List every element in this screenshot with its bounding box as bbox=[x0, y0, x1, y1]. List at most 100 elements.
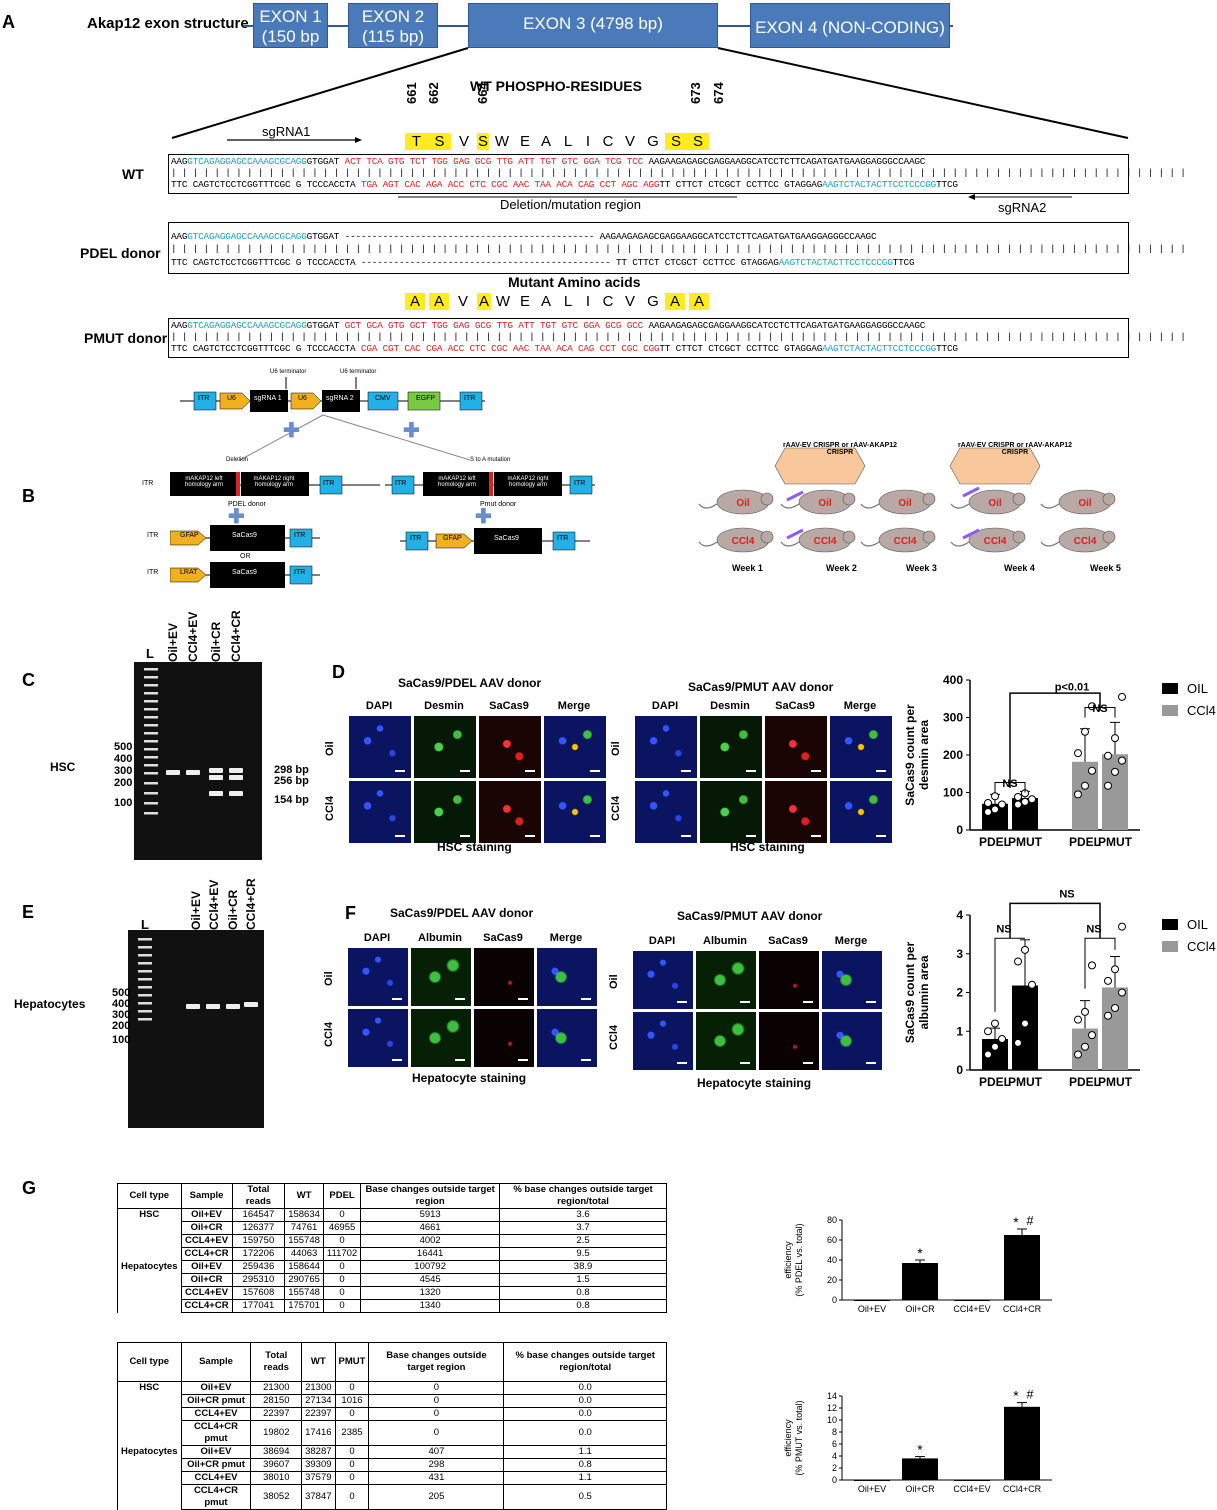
week-5: Week 5 bbox=[1090, 563, 1121, 573]
pdel-donor-label: PDEL donor bbox=[228, 501, 266, 508]
gel-band bbox=[209, 775, 223, 780]
exon-1-size: (150 bp bbox=[261, 27, 320, 46]
panel-d-label: D bbox=[332, 662, 345, 682]
x-tick-label: CCl4+CR bbox=[1003, 1304, 1042, 1314]
table-cell bbox=[117, 1484, 182, 1510]
table-header-cell: PMUT bbox=[334, 1342, 370, 1382]
table-cell: 38010 bbox=[250, 1471, 303, 1485]
f-right-col-1: Albumin bbox=[703, 935, 747, 947]
x-tick-label: PMUT bbox=[1008, 1075, 1043, 1089]
table-cell: 37847 bbox=[301, 1484, 336, 1510]
table-header-cell: Cell type bbox=[117, 1183, 182, 1209]
pval-label: p<0.01 bbox=[1055, 682, 1090, 694]
bar-2 bbox=[954, 1300, 990, 1301]
u6-promoter-1 bbox=[219, 392, 251, 410]
gel-band bbox=[186, 1004, 200, 1009]
data-point bbox=[984, 1027, 992, 1036]
gel-e-lane-2: CCl4+EV bbox=[207, 879, 221, 930]
wt-aa-11: G bbox=[647, 133, 659, 150]
table-cell: 44063 bbox=[284, 1247, 324, 1261]
wt-aa-12: S bbox=[665, 133, 687, 150]
week-1: Week 1 bbox=[732, 563, 763, 573]
gel-band bbox=[229, 768, 243, 773]
residue-674: 674 bbox=[711, 82, 726, 104]
pdel-left-arm bbox=[170, 472, 238, 496]
ladder-band bbox=[138, 946, 152, 949]
svg-text:✚: ✚ bbox=[475, 506, 492, 528]
f-right-image-0-0 bbox=[632, 950, 694, 1010]
wt-aa-9: C bbox=[602, 133, 614, 150]
wt-top-strand: AAGGTCAGAGGAGCCAAAGCGCAGGGTGGAT ACT TCA … bbox=[171, 156, 925, 167]
data-point bbox=[1014, 793, 1022, 801]
table-cell: 46955 bbox=[322, 1221, 362, 1235]
wt-aa-13: S bbox=[687, 133, 709, 150]
data-point bbox=[1021, 945, 1029, 954]
table-cell: 0 bbox=[334, 1484, 370, 1510]
exon-1-box: EXON 1 (150 bp bbox=[253, 3, 328, 48]
gel-e-lane-4: CCl4+CR bbox=[244, 878, 258, 930]
table-cell: 158634 bbox=[284, 1208, 324, 1222]
mouse-ccl4-0: CCl4 bbox=[698, 527, 774, 553]
mut-aa-7: L bbox=[563, 293, 573, 310]
lrat-itr-2: ITR bbox=[294, 569, 306, 576]
table-header-cell: Sample bbox=[180, 1183, 233, 1209]
legend-ccl4-swatch bbox=[1162, 705, 1178, 716]
x-tick-label: Oil+EV bbox=[858, 1484, 886, 1494]
gel-c-lane-2: CCl4+EV bbox=[186, 611, 200, 662]
table-cell: 0.8 bbox=[503, 1458, 667, 1472]
table-cell: 2385 bbox=[334, 1420, 370, 1446]
ladder-band bbox=[138, 962, 152, 965]
table-cell: Oil+CR pmut bbox=[180, 1458, 252, 1472]
pdel-sequence-box: AAGGTCAGAGGAGCCAAAGCGCAGGGTGGAT --------… bbox=[168, 222, 1186, 274]
table-cell: 0.8 bbox=[499, 1299, 667, 1313]
table-cell: 1016 bbox=[334, 1394, 370, 1408]
pmut-top-strand: AAGGTCAGAGGAGCCAAAGCGCAGGGTGGAT GCT GCA … bbox=[171, 320, 925, 331]
d-right-col-3: Merge bbox=[843, 700, 877, 712]
mouse-oil-1: Oil bbox=[780, 489, 856, 515]
pdel-bot-dash: ----------------------------------------… bbox=[355, 257, 616, 268]
mouse-label: CCl4 bbox=[1074, 536, 1097, 547]
gel-band bbox=[229, 791, 243, 796]
pmut-right-arm-label: mAKAP12 right homology arm bbox=[507, 476, 549, 488]
gel-e-lane-3: Oil+CR bbox=[226, 889, 240, 930]
d-right-image-1-0 bbox=[634, 780, 698, 844]
residue-661: 661 bbox=[404, 82, 419, 104]
d-right-caption: HSC staining bbox=[730, 840, 805, 854]
table-cell bbox=[117, 1471, 182, 1485]
data-point bbox=[1074, 790, 1082, 799]
table-cell bbox=[117, 1407, 182, 1421]
d-right-col-0: DAPI bbox=[651, 700, 679, 712]
y-tick-label: 4 bbox=[832, 1451, 837, 1461]
egfp-box bbox=[407, 391, 441, 411]
panel-g-label: G bbox=[22, 1178, 37, 1198]
sgrna1-box bbox=[250, 390, 288, 412]
exon-1-name: EXON 1 bbox=[259, 7, 322, 26]
legend-f-oil-label: OIL bbox=[1187, 917, 1208, 932]
d-right-image-0-3 bbox=[829, 715, 893, 779]
wt-aa-1: S bbox=[428, 133, 451, 150]
pmut-bot-target: CGA CGT CAC CGA ACC CTC CGC AAC TAA ACA … bbox=[360, 343, 660, 354]
table-cell: 0.0 bbox=[503, 1420, 667, 1446]
data-point bbox=[1081, 1007, 1089, 1016]
pdel-right-arm-label: mAKAP12 right homology arm bbox=[253, 476, 295, 488]
bar-1 bbox=[1012, 985, 1038, 1070]
gel-e-bands bbox=[138, 938, 258, 1021]
f-left-col-2: SaCas9 bbox=[483, 932, 523, 944]
d-right-row-0: Oil bbox=[610, 741, 622, 756]
pmut-top-target: GCT GCA GTG GCT TGG GAG GCG TTG ATT TGT … bbox=[344, 320, 644, 331]
ladder-band bbox=[144, 732, 158, 735]
mut-aa-1: A bbox=[429, 293, 449, 310]
f-left-image-0-2 bbox=[473, 947, 535, 1007]
data-point bbox=[1118, 922, 1126, 931]
data-point bbox=[1104, 751, 1112, 760]
table-cell: 155748 bbox=[284, 1234, 324, 1248]
pmut-top-post: AAGAAGAGAGCGAGGAAGGCATCCTCTTCAGATGATGAAG… bbox=[643, 320, 926, 331]
bar-3 bbox=[1004, 1235, 1040, 1300]
f-right-caption: Hepatocyte staining bbox=[697, 1076, 812, 1090]
x-tick-label: PMUT bbox=[1098, 1075, 1133, 1089]
ladder-500: 500 bbox=[114, 741, 133, 753]
syringe-icon bbox=[962, 528, 980, 540]
